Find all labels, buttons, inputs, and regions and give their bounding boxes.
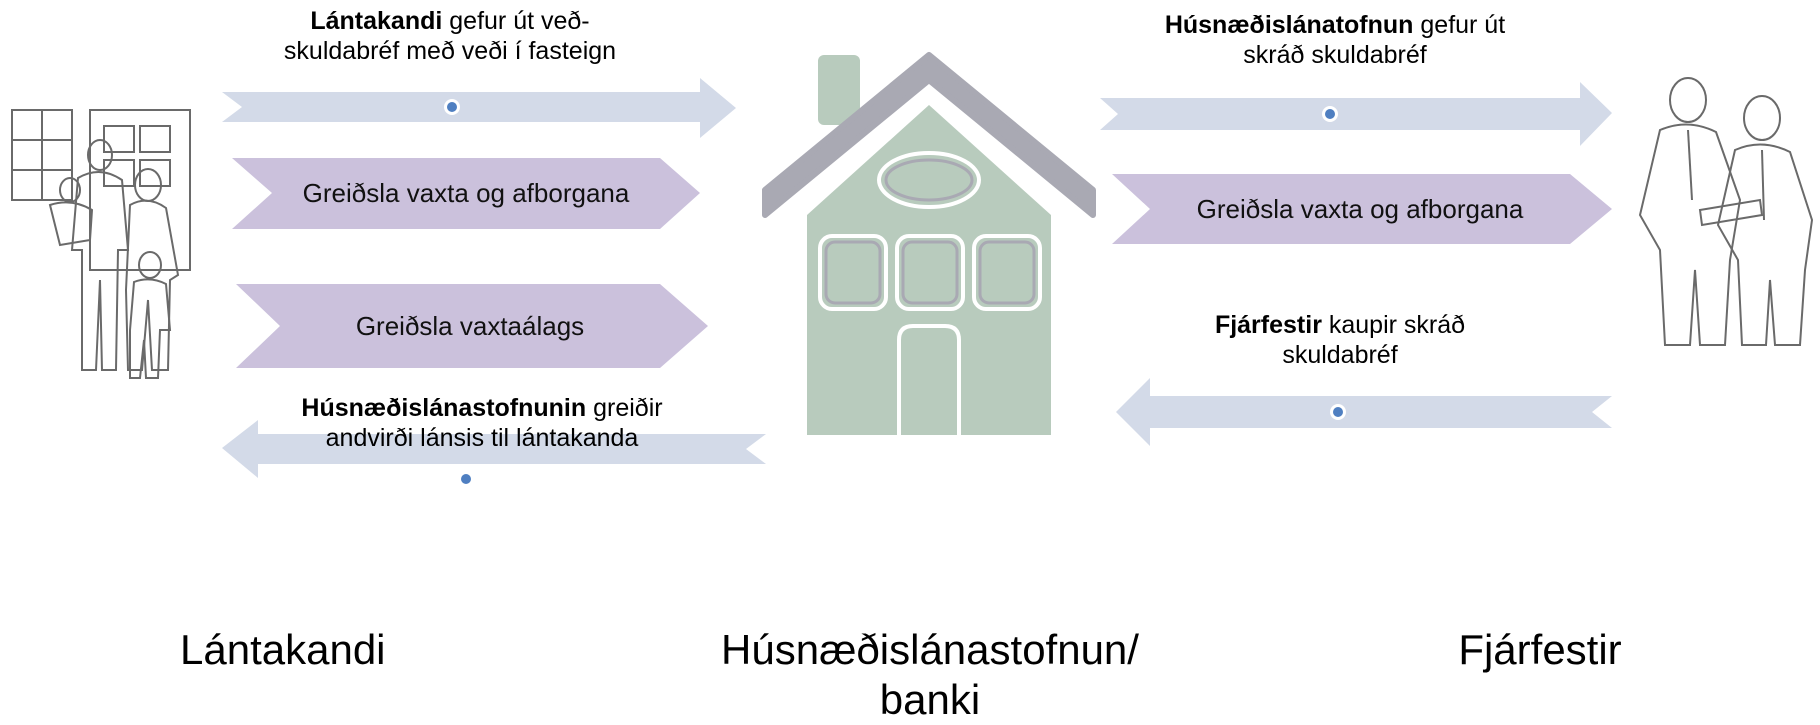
right-top-caption-bold: Húsnæðislánatofnun xyxy=(1164,11,1414,39)
left-bottom-caption-line2: andvirði lánsis til lántakanda xyxy=(325,424,639,452)
left-chevron-2-label: Greiðsla vaxtaálags xyxy=(355,311,585,341)
label-fjarfestir: Fjárfestir xyxy=(1458,626,1622,673)
left-top-caption-line2: skuldabréf með veði í fasteign xyxy=(283,37,617,65)
label-lantakandi: Lántakandi xyxy=(180,626,386,673)
right-arrow-right-top xyxy=(1100,82,1612,146)
businessmen-illustration xyxy=(1638,77,1814,346)
right-chevron-1 xyxy=(1112,174,1612,244)
left-chevron-1-label: Greiðsla vaxta og afborgana xyxy=(302,178,630,208)
right-top-caption: Húsnæðislánatofnun gefur út skráð skulda… xyxy=(1110,10,1560,70)
right-arrow-top-dot xyxy=(1325,109,1335,119)
label-center-line2: banki xyxy=(879,676,981,723)
family-illustration xyxy=(11,109,191,379)
right-arrow-left-bottom xyxy=(1116,378,1612,446)
right-bottom-caption-rest: kaupir skráð xyxy=(1321,311,1466,339)
label-husnaedislanastofnun: Húsnæðislánastofnun/ banki xyxy=(680,625,1180,725)
left-bottom-caption-rest: greiðir xyxy=(586,394,663,422)
left-bottom-caption-bold: Húsnæðislánastofnunin xyxy=(301,394,587,422)
house-icon xyxy=(762,52,1096,435)
right-top-caption-rest: gefur út xyxy=(1413,11,1506,39)
left-chevron-2 xyxy=(236,284,708,368)
label-center-line1: Húsnæðislánastofnun/ xyxy=(721,626,1139,673)
left-top-caption-rest: gefur út veð- xyxy=(442,7,590,35)
left-arrow-right-top xyxy=(222,78,736,138)
left-arrow-left-bottom xyxy=(222,420,766,478)
left-bottom-caption: Húsnæðislánastofnunin greiðir andvirði l… xyxy=(232,393,732,453)
left-top-caption: Lántakandi gefur út veð- skuldabréf með … xyxy=(230,6,670,66)
left-chevron-1 xyxy=(232,158,700,229)
right-bottom-caption-bold: Fjárfestir xyxy=(1214,311,1322,339)
left-arrow-bottom-dot xyxy=(461,474,471,484)
right-bottom-caption: Fjárfestir kaupir skráð skuldabréf xyxy=(1130,310,1550,370)
right-chevron-1-label: Greiðsla vaxta og afborgana xyxy=(1196,194,1524,224)
right-top-caption-line2: skráð skuldabréf xyxy=(1243,41,1427,69)
left-top-caption-bold: Lántakandi xyxy=(310,7,443,35)
right-bottom-caption-line2: skuldabréf xyxy=(1282,341,1398,369)
right-arrow-bottom-dot xyxy=(1333,407,1343,417)
